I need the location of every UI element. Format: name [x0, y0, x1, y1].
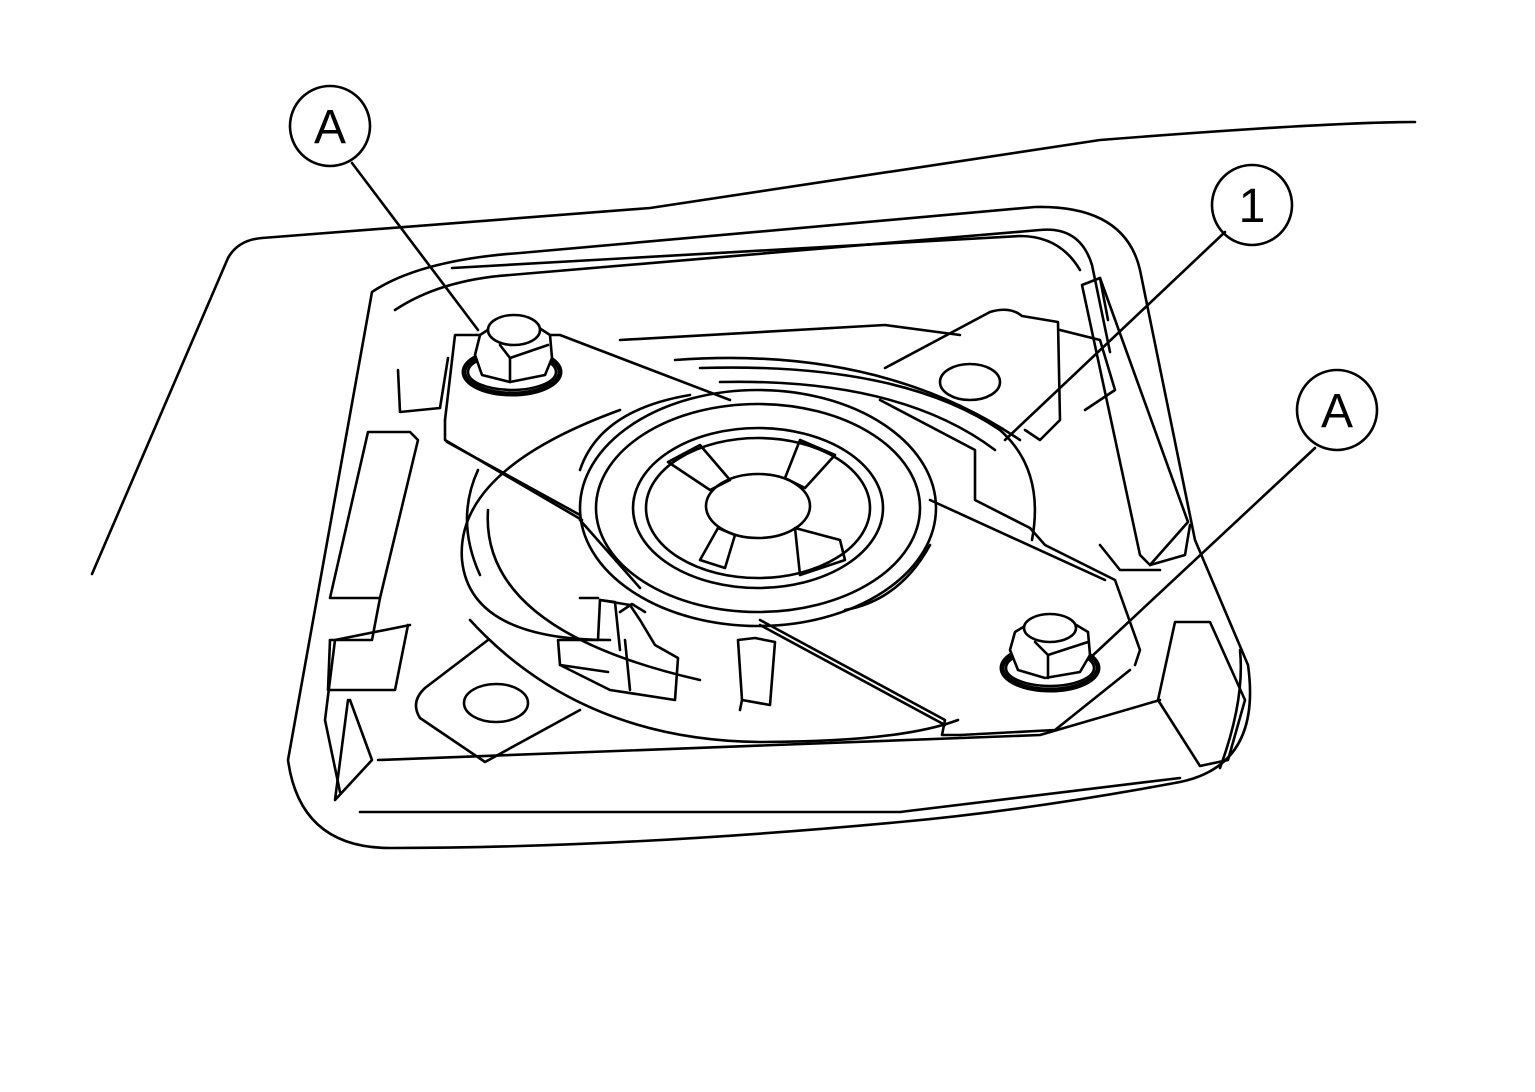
lower-left-mount-tab [414, 638, 582, 764]
upper-right-mount-tab [883, 308, 1062, 442]
callout-1: 1 [1210, 163, 1294, 247]
left-rib [326, 356, 450, 802]
callout-label: 1 [1239, 180, 1266, 233]
speaker-cone [578, 388, 938, 628]
door-trim-outline [90, 120, 1417, 576]
speaker-recess [286, 205, 1252, 850]
callout-label: A [1321, 385, 1353, 438]
right-rib [1058, 276, 1247, 768]
speaker-dust-cap [704, 472, 812, 540]
callout-a-right: A [1295, 368, 1379, 452]
speaker-rings [460, 356, 1037, 744]
speaker-connector [556, 596, 777, 712]
bolt-lower-right [999, 612, 1101, 693]
callout-label: A [314, 101, 346, 154]
leader-lines [350, 161, 1317, 660]
callout-a-left: A [288, 84, 372, 168]
bolt-upper-left [461, 313, 563, 397]
